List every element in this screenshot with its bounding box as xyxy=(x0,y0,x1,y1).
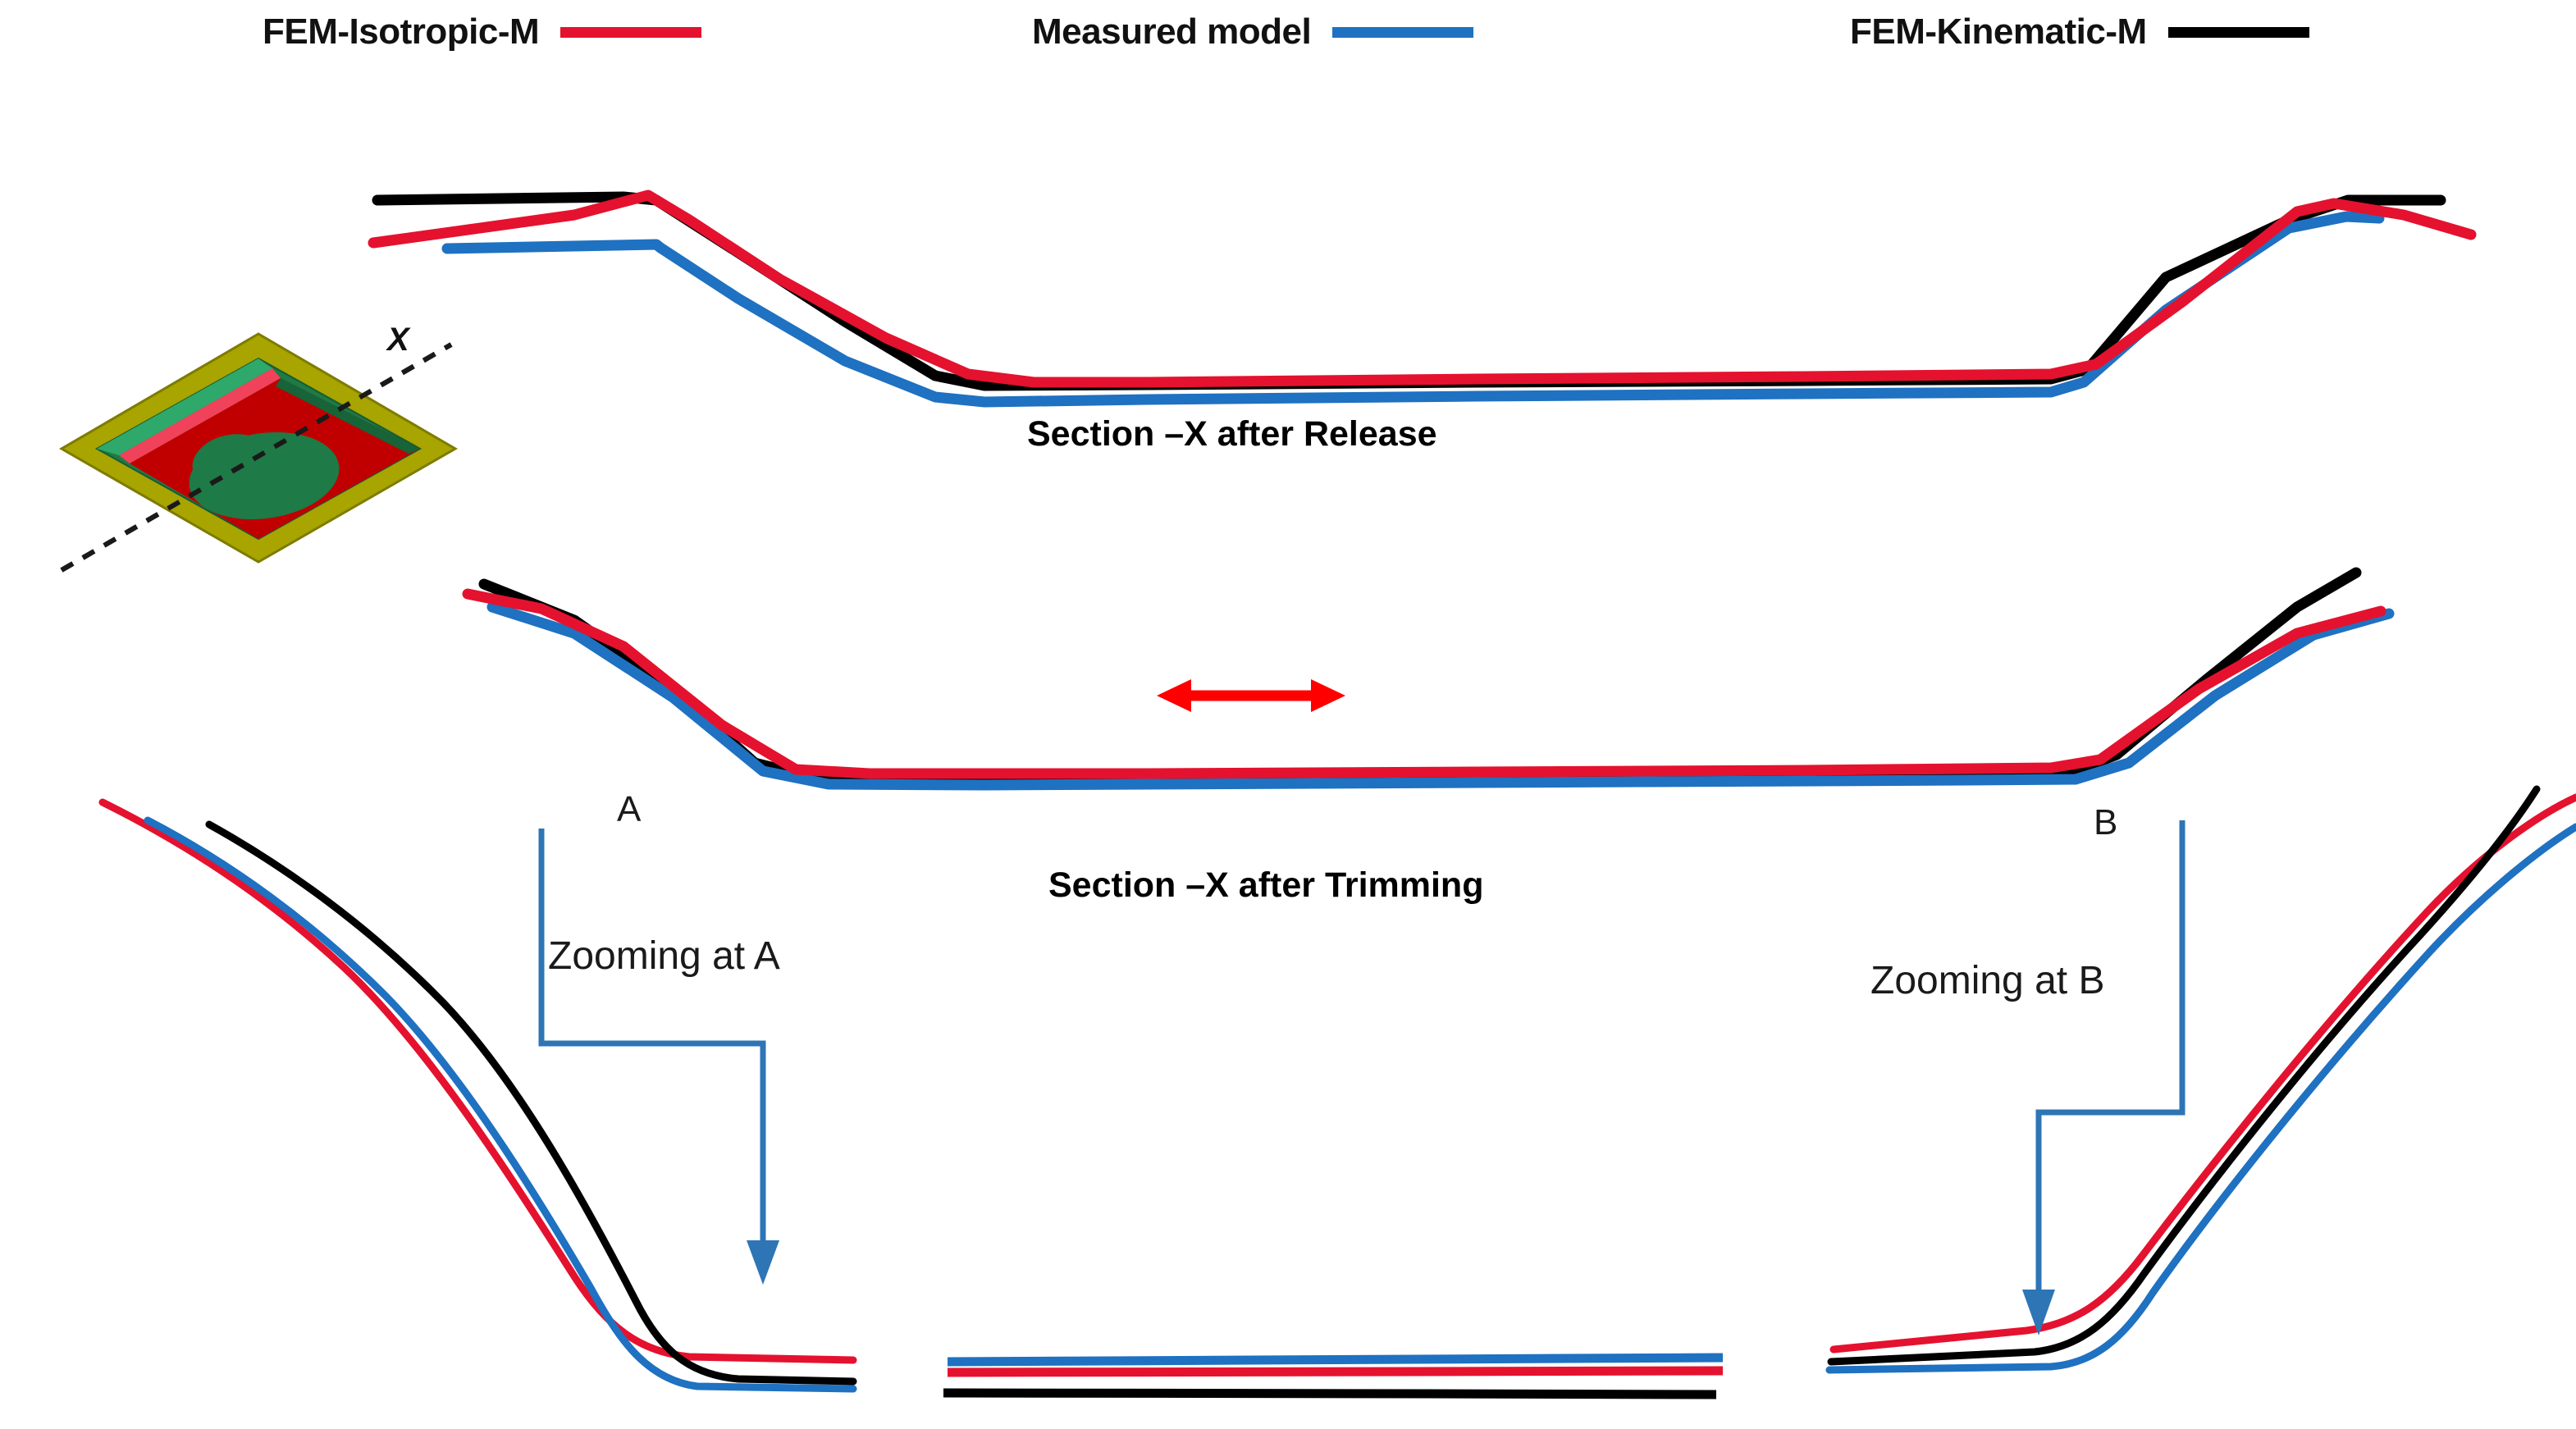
leader-zoom-a xyxy=(538,829,766,1247)
panel-section-after-release xyxy=(368,189,2477,408)
curve-measured-release xyxy=(441,211,2385,408)
detail-zoom-center xyxy=(943,1353,1724,1399)
legend-item-fem-kinematic: FEM-Kinematic-M xyxy=(1850,11,2309,53)
curve-fem-isotropic-zoom-a xyxy=(98,798,857,1364)
curve-measured-zoom-a xyxy=(144,816,857,1393)
caption-section-after-trimming: Section –X after Trimming xyxy=(1048,865,1484,905)
legend-item-measured-model: Measured model xyxy=(1032,11,1474,53)
curve-fem-isotropic-release xyxy=(368,189,2477,388)
part-contour-green-lobe xyxy=(192,434,271,490)
leader-zoom-b xyxy=(2035,820,2185,1296)
section-axis-label-x: X xyxy=(387,322,409,358)
curve-fem-isotropic-zoom-b xyxy=(1829,793,2576,1354)
arrow-head-right xyxy=(1311,679,1345,712)
curve-fem-kinematic-zoom-b xyxy=(1827,785,2541,1366)
curve-fem-kinematic-zoom-a xyxy=(205,820,857,1386)
caption-section-after-release: Section –X after Release xyxy=(1027,414,1437,454)
curve-measured-zoom-center xyxy=(947,1353,1724,1367)
callout-zoom-b: Zooming at B xyxy=(1870,959,2105,1002)
curve-fem-kinematic-trimming xyxy=(478,567,2362,786)
curve-fem-kinematic-release xyxy=(372,191,2446,391)
leader-arrow-a xyxy=(747,1240,779,1285)
legend-label-measured-model: Measured model xyxy=(1032,11,1312,52)
legend-swatch-fem-kinematic xyxy=(2167,26,2309,38)
legend-swatch-measured-model xyxy=(1332,26,1474,38)
legend-label-fem-kinematic: FEM-Kinematic-M xyxy=(1850,11,2147,52)
panel-section-after-trimming xyxy=(462,567,2395,791)
leader-arrow-b xyxy=(2022,1290,2055,1335)
legend-item-fem-isotropic: FEM-Isotropic-M xyxy=(263,11,702,53)
arrow-head-left xyxy=(1157,679,1191,712)
span-double-arrow xyxy=(1157,679,1345,712)
detail-zoom-b xyxy=(1825,785,2576,1374)
legend-label-fem-isotropic: FEM-Isotropic-M xyxy=(263,11,540,52)
legend-swatch-fem-isotropic xyxy=(560,26,702,38)
marker-label-b: B xyxy=(2094,802,2118,842)
marker-label-a: A xyxy=(617,789,642,829)
curve-measured-trimming xyxy=(486,601,2395,791)
part-wall-right-dark xyxy=(276,378,420,454)
curve-fem-isotropic-zoom-center xyxy=(947,1366,1724,1377)
curve-measured-zoom-b xyxy=(1825,823,2576,1374)
curve-fem-kinematic-zoom-center xyxy=(943,1388,1717,1399)
detail-zoom-a xyxy=(98,798,857,1393)
curve-fem-isotropic-trimming xyxy=(462,588,2386,779)
callout-zoom-a: Zooming at A xyxy=(548,934,780,978)
part-wall-left-light xyxy=(97,358,272,455)
part-highlight-band xyxy=(119,368,281,463)
